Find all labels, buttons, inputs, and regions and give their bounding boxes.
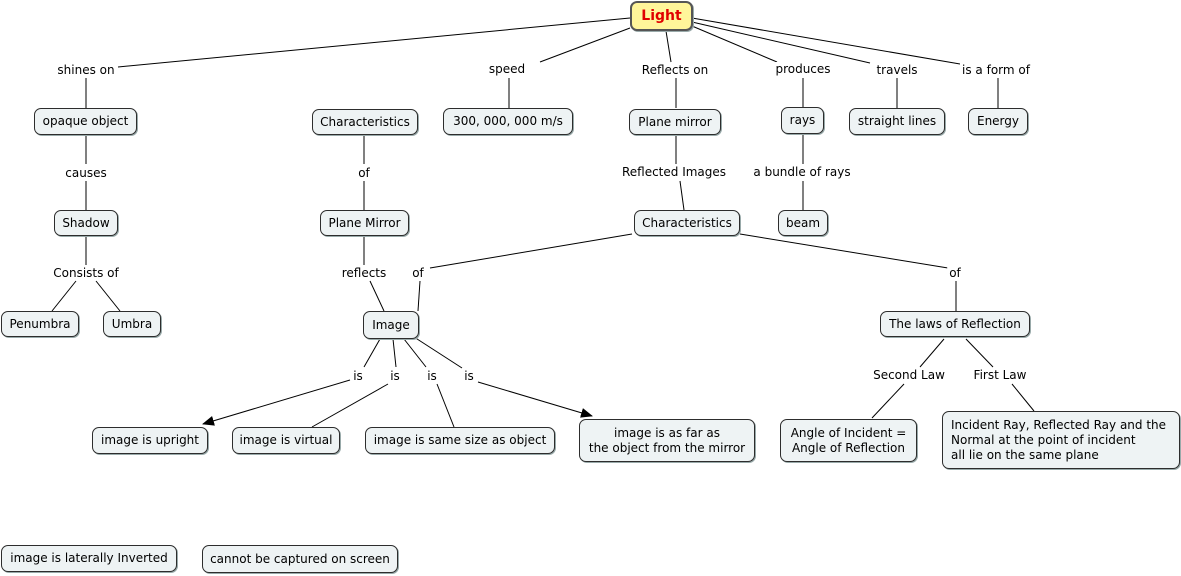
link-label-first-law: First Law [971,368,1029,382]
node-umbra[interactable]: Umbra [103,311,161,337]
node-shadow[interactable]: Shadow [54,210,118,236]
link-label-is-a-form-of: is a form of [960,63,1032,77]
node-image-as-far[interactable]: image is as far as the object from the m… [579,419,755,462]
node-image[interactable]: Image [363,311,419,339]
link-label-is-4: is [462,369,476,383]
node-image-same-size[interactable]: image is same size as object [365,427,555,454]
link-label-of-1: of [356,166,372,180]
node-image-upright[interactable]: image is upright [92,427,208,454]
node-characteristics-2[interactable]: Characteristics [634,210,740,236]
link-label-reflects-on: Reflects on [639,63,711,77]
link-label-bundle-of-rays: a bundle of rays [751,165,853,179]
link-label-is-3: is [425,369,439,383]
node-incident-ray[interactable]: Incident Ray, Reflected Ray and the Norm… [942,411,1180,469]
node-plane-mirror[interactable]: Plane mirror [629,109,721,135]
node-laterally-inverted[interactable]: image is laterally Inverted [1,545,177,572]
link-label-causes: causes [63,166,109,180]
link-label-of-3: of [947,266,963,280]
node-image-virtual[interactable]: image is virtual [232,427,340,454]
node-characteristics[interactable]: Characteristics [312,109,418,135]
link-label-of-2: of [410,266,426,280]
link-label-shines-on: shines on [55,63,117,77]
node-not-captured[interactable]: cannot be captured on screen [202,545,398,573]
node-rays[interactable]: rays [781,107,824,134]
link-label-consists-of: Consists of [51,266,121,280]
link-label-is-1: is [351,369,365,383]
link-label-reflected-images: Reflected Images [619,165,729,179]
link-label-speed: speed [486,62,528,76]
link-label-second-law: Second Law [871,368,947,382]
link-label-produces: produces [773,62,833,76]
node-laws-of-reflection[interactable]: The laws of Reflection [880,311,1030,337]
node-straight-lines[interactable]: straight lines [849,108,945,135]
node-energy[interactable]: Energy [968,108,1028,135]
node-penumbra[interactable]: Penumbra [1,311,79,337]
link-label-is-2: is [388,369,402,383]
node-angle-incidence[interactable]: Angle of Incident = Angle of Reflection [780,419,917,462]
root-node-light[interactable]: Light [630,1,693,31]
node-plane-mirror-2[interactable]: Plane Mirror [320,210,409,236]
node-beam[interactable]: beam [778,210,828,236]
link-label-reflects: reflects [339,266,389,280]
node-opaque-object[interactable]: opaque object [34,108,137,135]
node-speed-value[interactable]: 300, 000, 000 m/s [443,108,573,135]
link-label-travels: travels [874,63,920,77]
